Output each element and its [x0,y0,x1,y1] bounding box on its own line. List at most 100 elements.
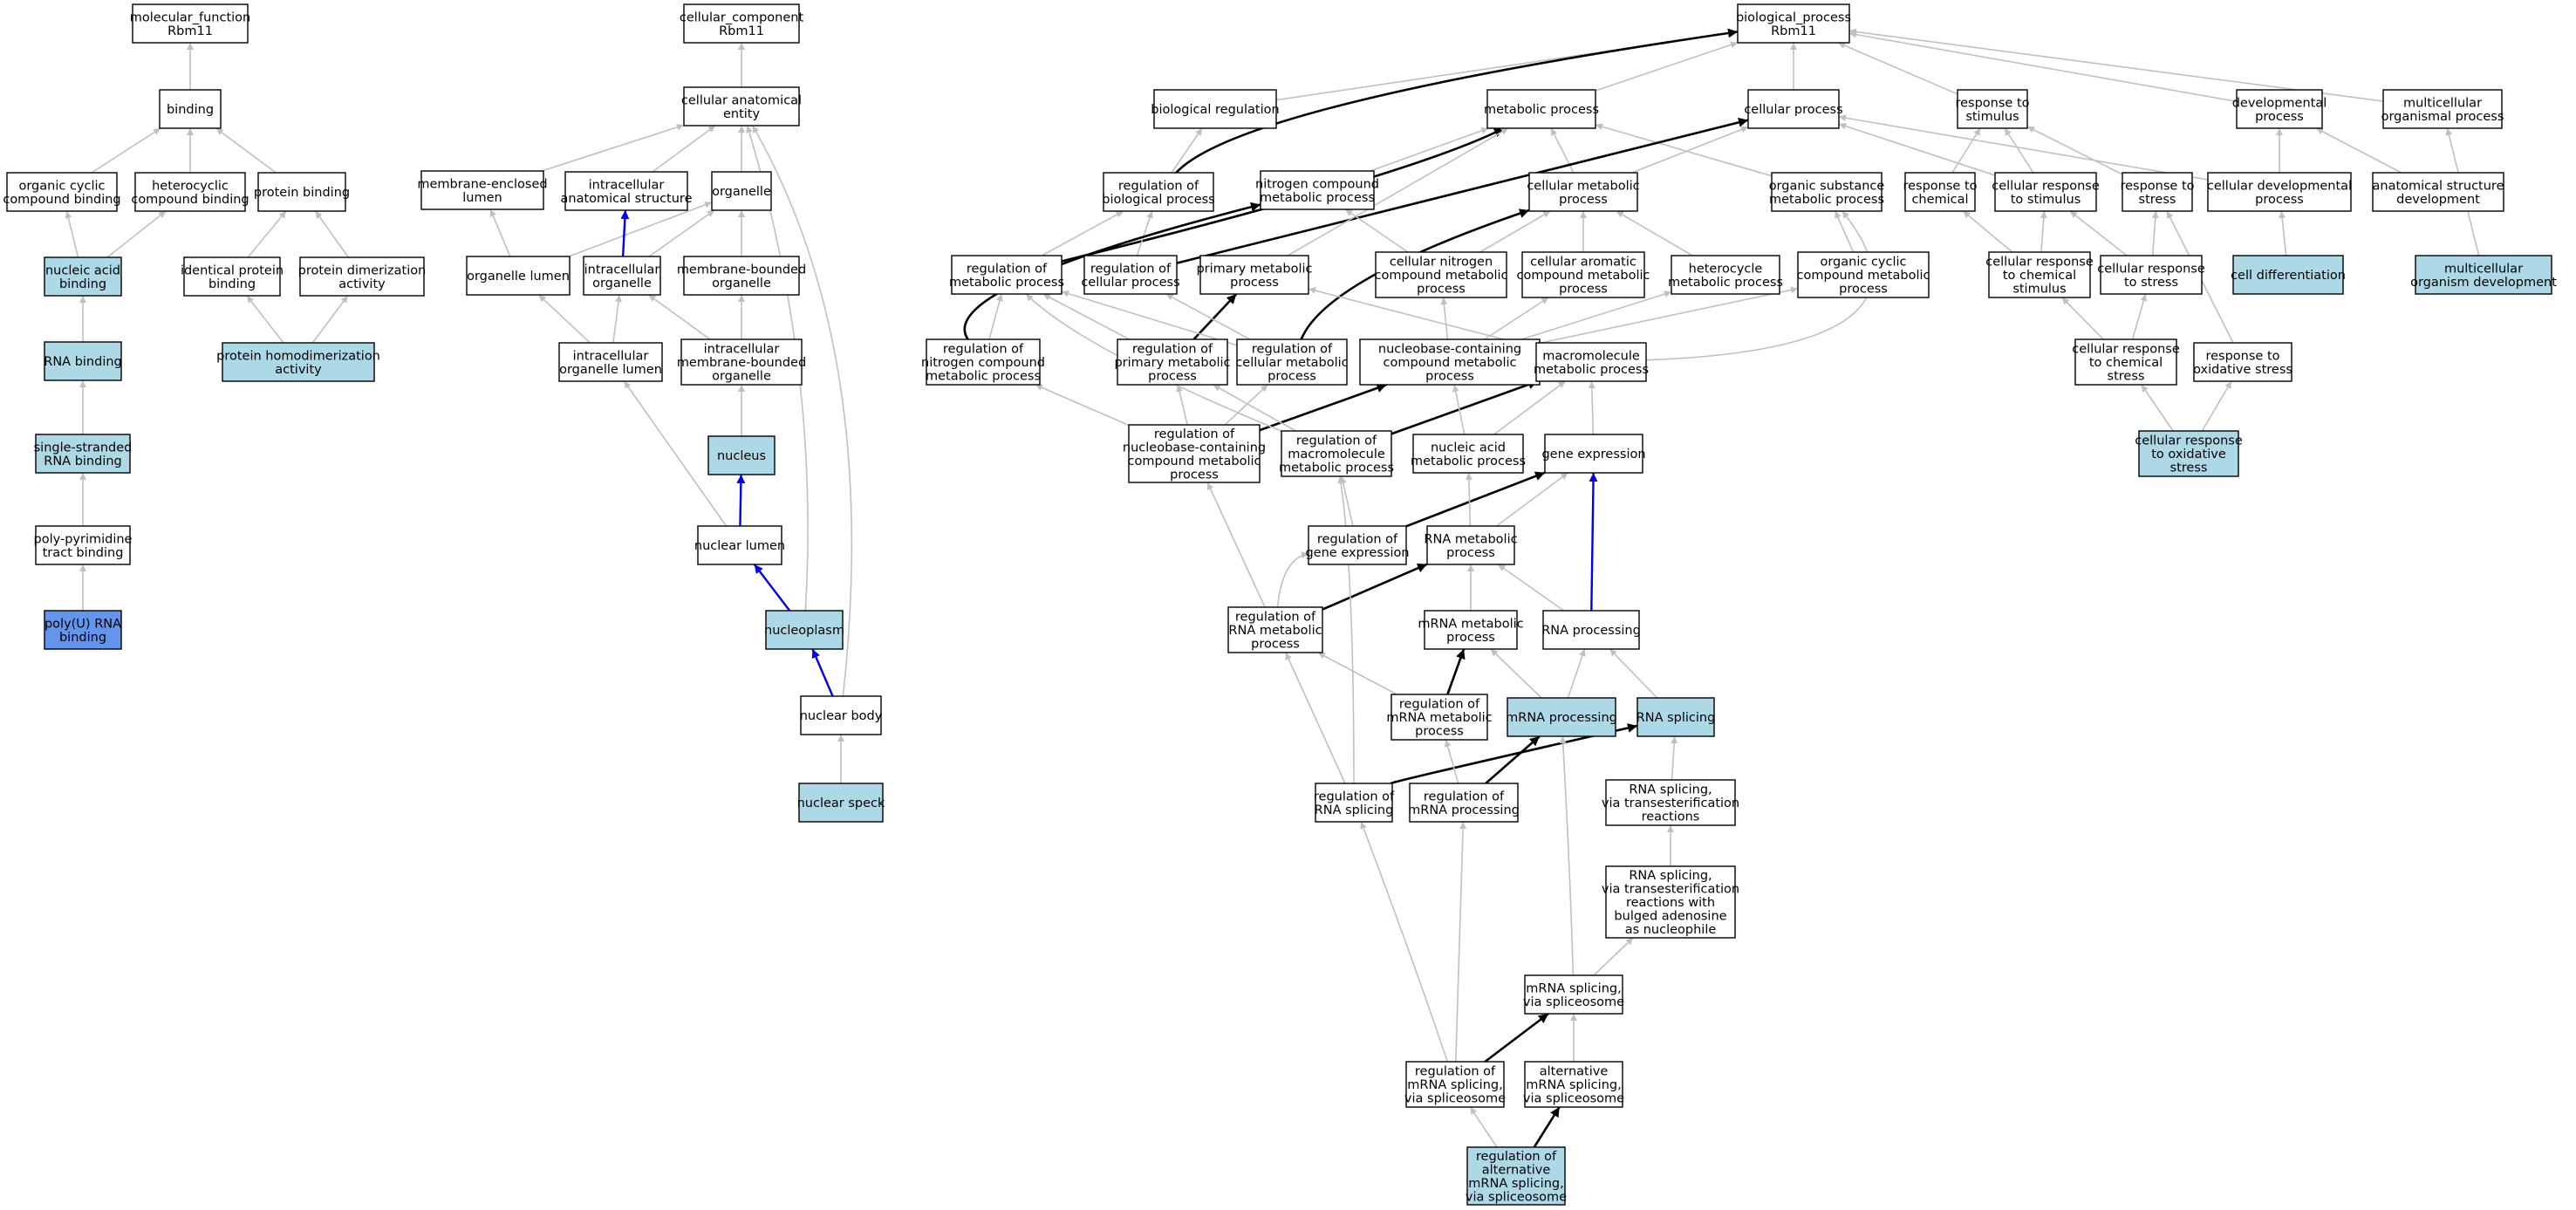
edge-regulates-rmacmp-to-macmp [1390,379,1539,435]
go-term-label-line: regulation of [1314,790,1395,803]
edge-is-a-imbo-to-io [647,294,711,340]
edge-is-a-crts-to-rts [2004,127,2034,174]
go-term-label-line: process [1268,370,1316,384]
edge-is-a-crtc-to-crts [2040,210,2047,253]
go-term-box [1486,89,1596,129]
go-term-box [711,171,772,211]
go-term-label-line: reactions [1642,810,1700,824]
go-term-label-line: organelle lumen [559,363,662,377]
go-term-label-line: nuclear lumen [694,539,785,553]
go-term-label-line: mRNA metabolic [1418,617,1523,631]
go-term-box [1128,424,1261,483]
edge-part-of-rnaproc-to-ge [1589,472,1598,612]
edge-is-a-namp-to-macmp [1493,380,1566,435]
go-term-label-line: biological process [1102,193,1214,207]
edge-is-a-rmrnaproc-to-rmrnamp [1444,739,1459,784]
go-term-label-line: binding [208,277,256,291]
go-term-label-line: tract binding [43,546,124,560]
edge-is-a-nbcmp-to-occmp [1539,286,1799,345]
edge-is-a-nbcmp-to-cacmp [1484,297,1549,340]
go-term-box [299,256,425,297]
go-term-label-line: regulation of [943,343,1024,357]
go-term-label-line: RNA metabolic [1424,532,1517,546]
edge-is-a-pha-to-pda [311,295,349,344]
go-term-box [1424,610,1518,650]
go-term-box [2372,172,2504,212]
go-term-label-line: cellular anatomical [681,93,802,107]
go-term-box [1260,170,1375,210]
go-term-label-line: process [2255,193,2304,207]
edge-is-a-nab-to-hcb [106,210,167,258]
go-term-label-line: stress [2108,370,2145,384]
go-term-label-line: membrane-enclosed [417,177,547,191]
go-term-node-rnab: RNA binding [44,341,122,381]
go-term-label-line: to chemical [2089,356,2163,370]
go-term-label-line: RNA binding [44,455,122,468]
go-term-box [1281,430,1392,477]
edge-is-a-rrnamp-to-rnbcmp [1206,482,1266,608]
edge-is-a-ocb-to-binding [91,127,161,174]
go-term-label-line: anatomical structure [2373,179,2504,193]
go-term-label-line: stress [2170,461,2208,475]
go-term-label: binding [167,103,214,117]
go-term-box [683,3,800,44]
go-term-node-nb: nuclear body [800,695,883,735]
go-term-label-line: binding [59,277,106,291]
go-term-box [6,172,118,212]
go-term-box [1605,779,1736,826]
edge-is-a-rcp-to-rbp [1136,210,1153,256]
go-term-box [707,435,776,475]
go-term-box [1988,251,2091,298]
go-term-label-line: via spliceosome [1523,995,1624,1009]
edge-regulates-rbp-to-bp [1175,28,1739,174]
go-term-box [44,341,122,381]
edge-is-a-crtcs-to-crtstress [2131,293,2148,340]
go-term-box [1315,783,1393,823]
go-term-box [800,695,882,735]
go-term-box [35,525,131,565]
go-term-label-line: regulation of [967,262,1048,276]
go-term-box [1528,172,1638,212]
go-term-label-line: regulation of [1424,790,1505,803]
go-term-label-line: process [1839,283,1888,297]
edge-is-a-cmp-to-cp [1631,126,1749,174]
go-term-label-line: via spliceosome [1523,1092,1624,1106]
edge-is-a-cncmp-to-cmp [1479,210,1551,253]
go-term-box [680,338,803,386]
edge-regulates-rmrnaproc-to-mrnaproc [1485,735,1541,784]
go-term-box [1904,172,1976,212]
go-term-label-line: multicellular [2403,96,2482,110]
go-term-box [2074,338,2177,386]
go-term-label-line: compound binding [131,193,249,207]
go-term-label-line: organelle [712,277,771,291]
go-term-label-line: cellular nitrogen [1390,256,1493,270]
go-term-label-line: RNA processing [1541,624,1641,638]
